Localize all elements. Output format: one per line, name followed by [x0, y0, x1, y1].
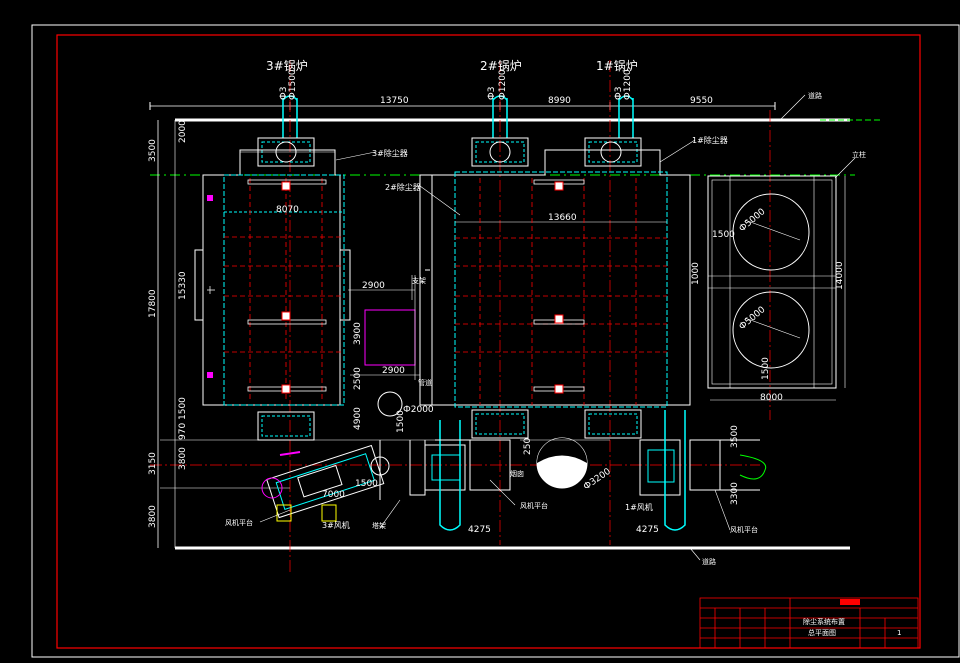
dim-2000: 2000 [178, 120, 188, 143]
dim-pipe-2: Ф1200 [498, 69, 508, 100]
fan-assembly-1 [639, 410, 767, 531]
dim-3300-right: 3300 [730, 482, 740, 505]
label-furnace-2: 2#锅炉 [480, 58, 522, 73]
dim-1500-tank-b: 1500 [761, 357, 771, 380]
dim-3150: 3150 [148, 452, 158, 475]
dim-15330: 15330 [178, 271, 188, 300]
chimney [520, 437, 610, 489]
label-fan-1: 1#风机 [625, 502, 653, 512]
dim-qhs-2: Ф3 [487, 87, 497, 100]
label-road-top: 道路 [808, 91, 822, 100]
dim-4900: 4900 [353, 407, 363, 430]
dim-1500-left: 1500 [178, 397, 188, 420]
dim-8990: 8990 [548, 96, 571, 106]
dim-8070: 8070 [276, 205, 299, 215]
dim-13660: 13660 [548, 213, 577, 223]
label-chimney: 烟囱 [510, 469, 524, 478]
dim-2900-b: 2900 [382, 366, 405, 376]
fan-assembly-2 [379, 420, 511, 531]
furnace-1-outlet [584, 95, 642, 167]
dim-3500-top: 3500 [148, 139, 158, 162]
dim-14000: 14000 [835, 261, 845, 290]
label-tower: 塔架 [372, 521, 386, 530]
label-dust-collector-2: 2#除尘器 [385, 182, 421, 192]
dim-phi2000: Ф2000 [403, 405, 434, 415]
dim-8000: 8000 [760, 393, 783, 403]
dim-phi3200: Ф3200 [582, 467, 613, 493]
dim-970: 970 [178, 423, 188, 440]
label-road-bottom: 道路 [702, 557, 716, 566]
title-drawing-name: 总平面图 [808, 628, 836, 637]
label-furnace-1: 1#锅炉 [596, 58, 638, 73]
dim-250: 250 [523, 438, 533, 455]
dim-17800: 17800 [148, 289, 158, 318]
dim-3800: 3800 [178, 447, 188, 470]
dim-7000: 7000 [322, 490, 345, 500]
dim-1500-tank: 1500 [712, 230, 735, 240]
dim-qhs-1: Ф3 [614, 87, 624, 100]
label-furnace-3: 3#锅炉 [266, 58, 308, 73]
label-fan-platform-left: 风机平台 [225, 518, 253, 527]
tower-structure [707, 175, 846, 401]
dim-qhs-3: Ф3 [279, 87, 289, 100]
collector-outlets [160, 409, 642, 489]
dim-13750: 13750 [380, 96, 409, 106]
inner-border [56, 34, 921, 649]
title-sheet: 1 [897, 629, 901, 637]
dim-1000: 1000 [691, 262, 701, 285]
dim-4275-b: 4275 [636, 525, 659, 535]
title-project-name: 除尘系统布置 [803, 617, 845, 626]
dim-2500: 2500 [353, 367, 363, 390]
label-fan-platform-right: 风机平台 [730, 525, 758, 534]
label-fan-platform-mid: 风机平台 [520, 501, 548, 510]
label-dust-collector-3: 3#除尘器 [372, 148, 408, 158]
dim-4275-a: 4275 [468, 525, 491, 535]
dim-phi5000-a: Ф5000 [738, 207, 768, 235]
label-dust-collector-1: 1#除尘器 [692, 135, 728, 145]
fan-assembly-3 [261, 444, 390, 522]
dim-3500-right: 3500 [730, 425, 740, 448]
dim-2900-a: 2900 [362, 281, 385, 291]
label-bracket: 支架 [412, 276, 426, 285]
dim-3800-b: 3800 [148, 505, 158, 528]
dust-collector-3 [194, 149, 351, 406]
dim-phi5000-b: Ф5000 [738, 305, 768, 333]
title-block [699, 597, 919, 649]
dim-1500-fan: 1500 [355, 479, 378, 489]
furnace-2-outlet [471, 95, 529, 167]
label-fan-3: 3#风机 [322, 520, 350, 530]
bracket-structure [348, 275, 420, 417]
label-column: 立柱 [852, 150, 866, 159]
dim-pipe-1: Ф1200 [623, 69, 633, 100]
furnace-3-outlet [240, 95, 335, 167]
outer-border [31, 24, 960, 658]
dim-pipe-3: Ф1500 [288, 69, 298, 100]
dim-3900: 3900 [353, 322, 363, 345]
label-duct: 管道 [418, 378, 432, 387]
dim-1500-chimney: 1500 [396, 410, 406, 433]
dust-collector-2 [419, 149, 691, 408]
dim-9550: 9550 [690, 96, 713, 106]
